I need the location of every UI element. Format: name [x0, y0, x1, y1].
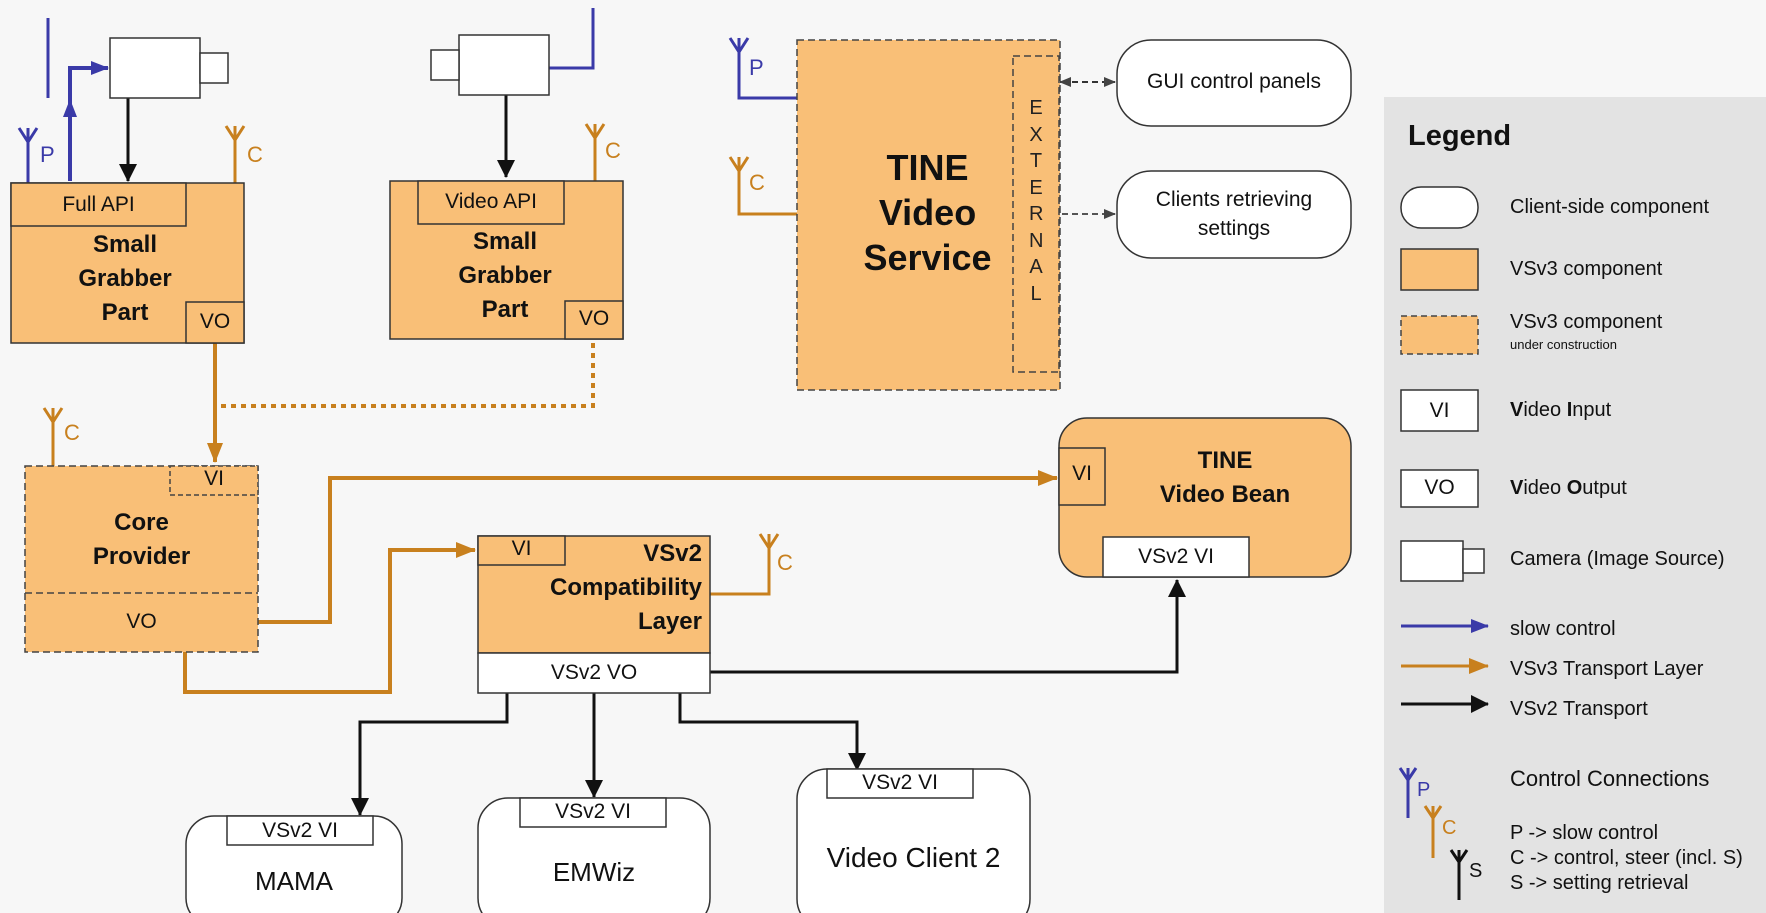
- grabber2-c-label: C: [605, 138, 621, 163]
- legend-vo-swatch: [1400, 469, 1479, 508]
- compat-c-label: C: [777, 550, 793, 575]
- legend-vsv3-construction-swatch: [1400, 315, 1479, 355]
- legend-vi-swatch: [1400, 389, 1479, 432]
- compat-title: VSv2 Compatibility Layer: [549, 540, 702, 635]
- emwiz-port: [519, 797, 667, 828]
- core-vi-port: [169, 465, 259, 496]
- compat-vi-port: [477, 535, 566, 566]
- grabber1-port-label: Full API: [62, 193, 135, 216]
- legend-antenna-s-icon: [1449, 849, 1469, 900]
- tine-service-title: TINE Video Service: [863, 147, 992, 278]
- client2-port: [826, 768, 974, 799]
- legend-item-video-input: Video Input: [1510, 399, 1612, 421]
- compat-to-mama-line: [351, 693, 509, 816]
- grabber1-to-camera1-slow-control: [68, 61, 109, 181]
- legend-item-vsv3-construction: VSv3 component: [1510, 311, 1663, 333]
- grabber2-vo-label: VO: [578, 307, 610, 330]
- clients-settings-label: Clients retrieving settings: [1155, 188, 1313, 240]
- legend-item-vsv3: VSv3 component: [1510, 258, 1663, 280]
- grabber2-port-label: Video API: [445, 190, 537, 213]
- grabber1-p-label: P: [40, 142, 55, 167]
- bean-vi-label: VI: [1072, 462, 1092, 485]
- legend-client-swatch: [1400, 186, 1479, 229]
- legend-s-letter: S: [1469, 860, 1483, 882]
- legend-vsv3-swatch: [1400, 248, 1479, 291]
- compat-vo-port: [477, 652, 711, 694]
- legend-item-vsv2-transport: VSv2 Transport: [1510, 698, 1648, 720]
- tine-service-external-box: [1012, 55, 1060, 373]
- mama-port: [226, 815, 374, 846]
- mama-label: MAMA: [255, 866, 333, 896]
- tine-service-c-label: C: [749, 170, 765, 195]
- camera2-body: [458, 34, 550, 96]
- grabber2-title: Small Grabber Part: [458, 228, 552, 323]
- bean-title: TINE Video Bean: [1159, 447, 1291, 508]
- clients-settings-box: [1116, 170, 1352, 259]
- compat-vi-label: VI: [511, 537, 532, 560]
- legend-item-video-output: Video Output: [1510, 477, 1627, 499]
- core-to-bean-line: [258, 470, 1058, 624]
- emwiz-port-label: VSv2 VI: [555, 800, 631, 823]
- compat-vo-label: VSv2 VO: [550, 661, 638, 684]
- grabber1-vo-label: VO: [199, 310, 231, 333]
- legend-conn-s: S -> setting retrieval: [1510, 872, 1689, 894]
- grabber1-title: Small Grabber Part: [78, 231, 172, 326]
- legend-conn-c: C -> control, steer (incl. S): [1510, 847, 1743, 869]
- grabber2-vo-port: [564, 300, 624, 340]
- gui-panels-box: [1116, 39, 1352, 127]
- core-vo-label: VO: [126, 610, 157, 633]
- legend-item-control-connections: Control Connections: [1510, 766, 1710, 791]
- legend-antenna-p-icon: [1398, 767, 1418, 818]
- bean-vsv2vi-port: [1102, 536, 1250, 578]
- emwiz-label: EMWiz: [552, 857, 636, 887]
- gui-panels-label: GUI control panels: [1147, 70, 1321, 93]
- client2-port-label: VSv2 VI: [862, 771, 938, 794]
- legend-conn-p: P -> slow control: [1510, 822, 1659, 844]
- legend-item-vsv3-transport: VSv3 Transport Layer: [1510, 658, 1704, 680]
- legend-camera-lens: [1462, 548, 1485, 574]
- core-vi-label: VI: [204, 467, 224, 490]
- camera2-lens: [430, 49, 460, 81]
- core-provider-box: [24, 465, 259, 653]
- legend-antenna-c-icon: [1423, 805, 1443, 858]
- compat-to-client2-line: [678, 693, 866, 771]
- grabber2-videoapi-port: [417, 180, 565, 225]
- camera1-body: [109, 37, 201, 99]
- legend-c-letter: C: [1442, 817, 1457, 839]
- legend-camera-body: [1400, 540, 1464, 582]
- camera1-lens: [199, 52, 229, 84]
- grabber1-c-label: C: [247, 142, 263, 167]
- legend-item-slow-control: slow control: [1510, 618, 1616, 640]
- tine-service-p-label: P: [749, 55, 764, 80]
- grabber2-to-core-dotted: [215, 343, 595, 408]
- core-provider-title: Core Provider: [92, 509, 191, 570]
- core-to-compat-line: [183, 542, 476, 694]
- legend-vo-box-label: VO: [1424, 476, 1455, 499]
- tine-service-external-label: EXTERNAL: [1029, 97, 1044, 305]
- compat-to-bean-line: [710, 579, 1186, 674]
- mama-port-label: VSv2 VI: [262, 819, 338, 842]
- legend-vi-box-label: VI: [1429, 399, 1450, 422]
- grabber1-fullapi-port: [10, 182, 187, 227]
- grabber1-vo-port: [185, 301, 245, 344]
- client2-label: Video Client 2: [826, 842, 1001, 873]
- bean-vi-port: [1058, 447, 1106, 506]
- bean-vsv2vi-label: VSv2 VI: [1138, 545, 1214, 568]
- legend-item-client: Client-side component: [1510, 196, 1709, 218]
- camera2-blue-line: [548, 8, 595, 70]
- core-c-label: C: [64, 420, 80, 445]
- legend-title: Legend: [1408, 120, 1512, 152]
- legend-item-camera: Camera (Image Source): [1510, 548, 1725, 570]
- legend-under-construction: under construction: [1510, 337, 1617, 352]
- legend-p-letter: P: [1417, 779, 1431, 801]
